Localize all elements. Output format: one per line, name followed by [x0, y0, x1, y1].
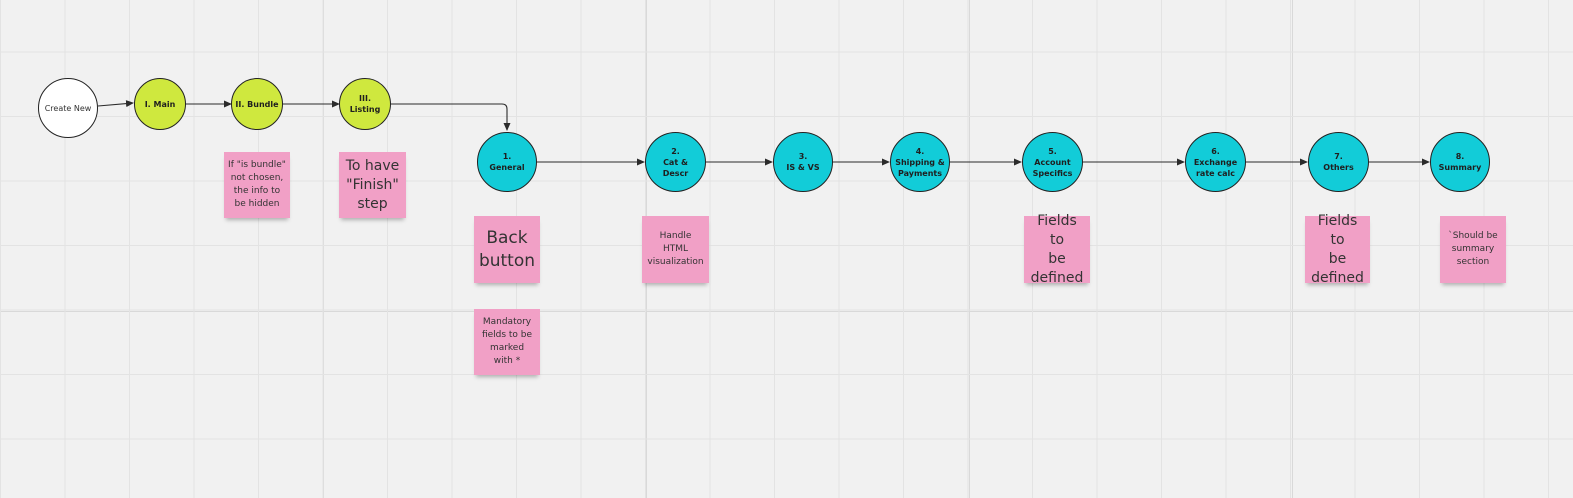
node-others[interactable]: 7. Others [1308, 132, 1369, 192]
sticky-note-others-fields[interactable]: Fields to be defined [1305, 213, 1370, 286]
node-bundle[interactable]: II. Bundle [231, 78, 283, 130]
sticky-note-finish-step[interactable]: To have "Finish" step [339, 152, 406, 218]
node-exchange-rate-calc[interactable]: 6. Exchange rate calc [1185, 132, 1246, 192]
node-general[interactable]: 1. General [477, 132, 537, 192]
connector-listing-to-general [391, 103, 511, 131]
node-shipping-payments[interactable]: 4. Shipping & Payments [890, 132, 950, 192]
sticky-note-back-button[interactable]: Back button [474, 216, 540, 283]
node-summary[interactable]: 8. Summary [1430, 132, 1490, 192]
node-create-new[interactable]: Create New [38, 78, 98, 138]
node-is-vs[interactable]: 3. IS & VS [773, 132, 833, 192]
connector-create-to-main [97, 100, 134, 108]
sticky-note-mandatory-fields[interactable]: Mandatory fields to be marked with * [474, 309, 540, 375]
node-listing[interactable]: III. Listing [339, 78, 391, 130]
node-account-specifics[interactable]: 5. Account Specifics [1022, 132, 1083, 192]
sticky-note-summary-section[interactable]: `Should be summary section [1440, 216, 1506, 283]
node-cat-descr[interactable]: 2. Cat & Descr [645, 132, 706, 192]
sticky-note-account-fields[interactable]: Fields to be defined [1024, 213, 1090, 286]
sticky-note-html-visualization[interactable]: Handle HTML visualization [642, 216, 709, 283]
node-main[interactable]: I. Main [134, 78, 186, 130]
sticky-note-bundle[interactable]: If "is bundle" not chosen, the info to b… [224, 152, 290, 218]
